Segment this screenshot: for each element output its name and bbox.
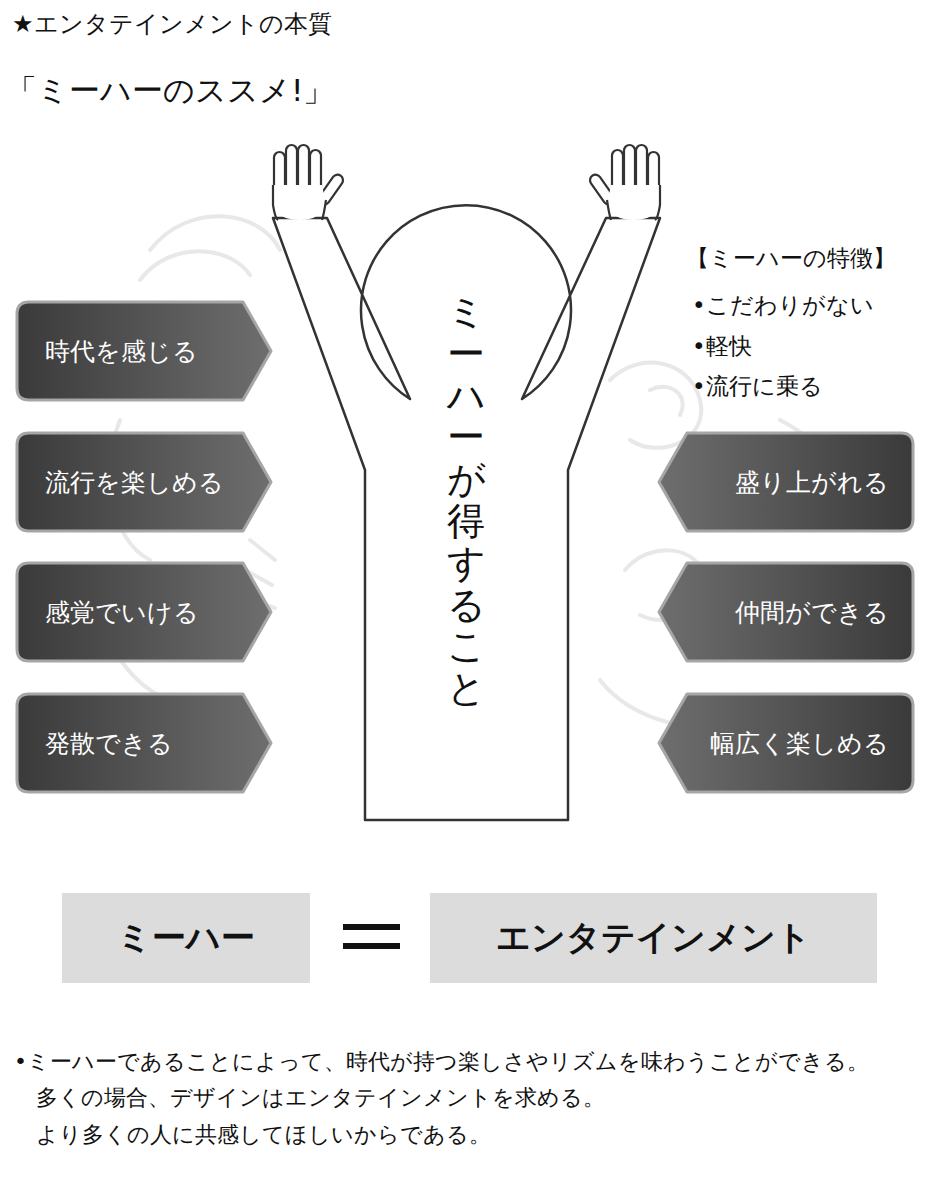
caption-note: •ミーハーであることによって、時代が持つ楽しさやリズムを味わうことができる。 多… [14, 1044, 929, 1153]
arrow-outline [659, 694, 913, 792]
palm-edge [273, 185, 326, 220]
vertical-text: ミーハーが得すること [447, 292, 485, 710]
box-label: ミーハー [117, 915, 255, 961]
benefit-arrow: 盛り上がれる [657, 431, 915, 533]
arrow-label: 仲間ができる [735, 596, 889, 629]
arrow-label: 幅広く楽しめる [710, 727, 889, 760]
arrow-label: 発散できる [45, 727, 173, 760]
hand [273, 145, 345, 220]
equation-box: エンタテインメント [430, 893, 877, 983]
arrow-label: 流行を楽しめる [45, 466, 224, 499]
arrow-label: 時代を感じる [45, 335, 198, 368]
benefit-arrow: 感覚でいける [15, 561, 273, 663]
equation-box: ミーハー [62, 893, 310, 983]
arrow-outline [17, 563, 271, 661]
equals-sign [343, 924, 400, 930]
arrow-outline [659, 433, 913, 531]
list-item: •こだわりがない [692, 290, 874, 321]
arrow-label: 盛り上がれる [735, 466, 889, 499]
benefit-arrow: 発散できる [15, 692, 273, 794]
list-heading: 【ミーハーの特徴】 [686, 243, 896, 274]
arrow-outline [659, 563, 913, 661]
list-item: •軽快 [692, 331, 752, 362]
arrow-outline [17, 433, 271, 531]
benefit-arrow: 幅広く楽しめる [657, 692, 915, 794]
diagram-title: 「ミーハーのススメ!」 [6, 70, 334, 112]
doodle [650, 387, 683, 415]
benefit-arrow: 時代を感じる [15, 300, 273, 402]
arrow-label: 感覚でいける [45, 596, 199, 629]
benefit-arrow: 流行を楽しめる [15, 431, 273, 533]
hand [588, 145, 660, 220]
arrow-outline [17, 302, 271, 400]
palm [607, 185, 660, 220]
person-body [273, 205, 660, 820]
doodle [140, 251, 250, 280]
palm [273, 185, 326, 220]
list-item: •流行に乗る [692, 371, 823, 402]
benefit-arrow: 仲間ができる [657, 561, 915, 663]
person-figure-node: ミーハーが得すること [255, 140, 680, 830]
section-heading: ★エンタテインメントの本質 [12, 8, 332, 40]
box-label: エンタテインメント [496, 915, 811, 961]
palm-edge [607, 185, 660, 220]
arrow-outline [17, 694, 271, 792]
doodle [150, 216, 280, 250]
equals-sign [343, 943, 400, 949]
